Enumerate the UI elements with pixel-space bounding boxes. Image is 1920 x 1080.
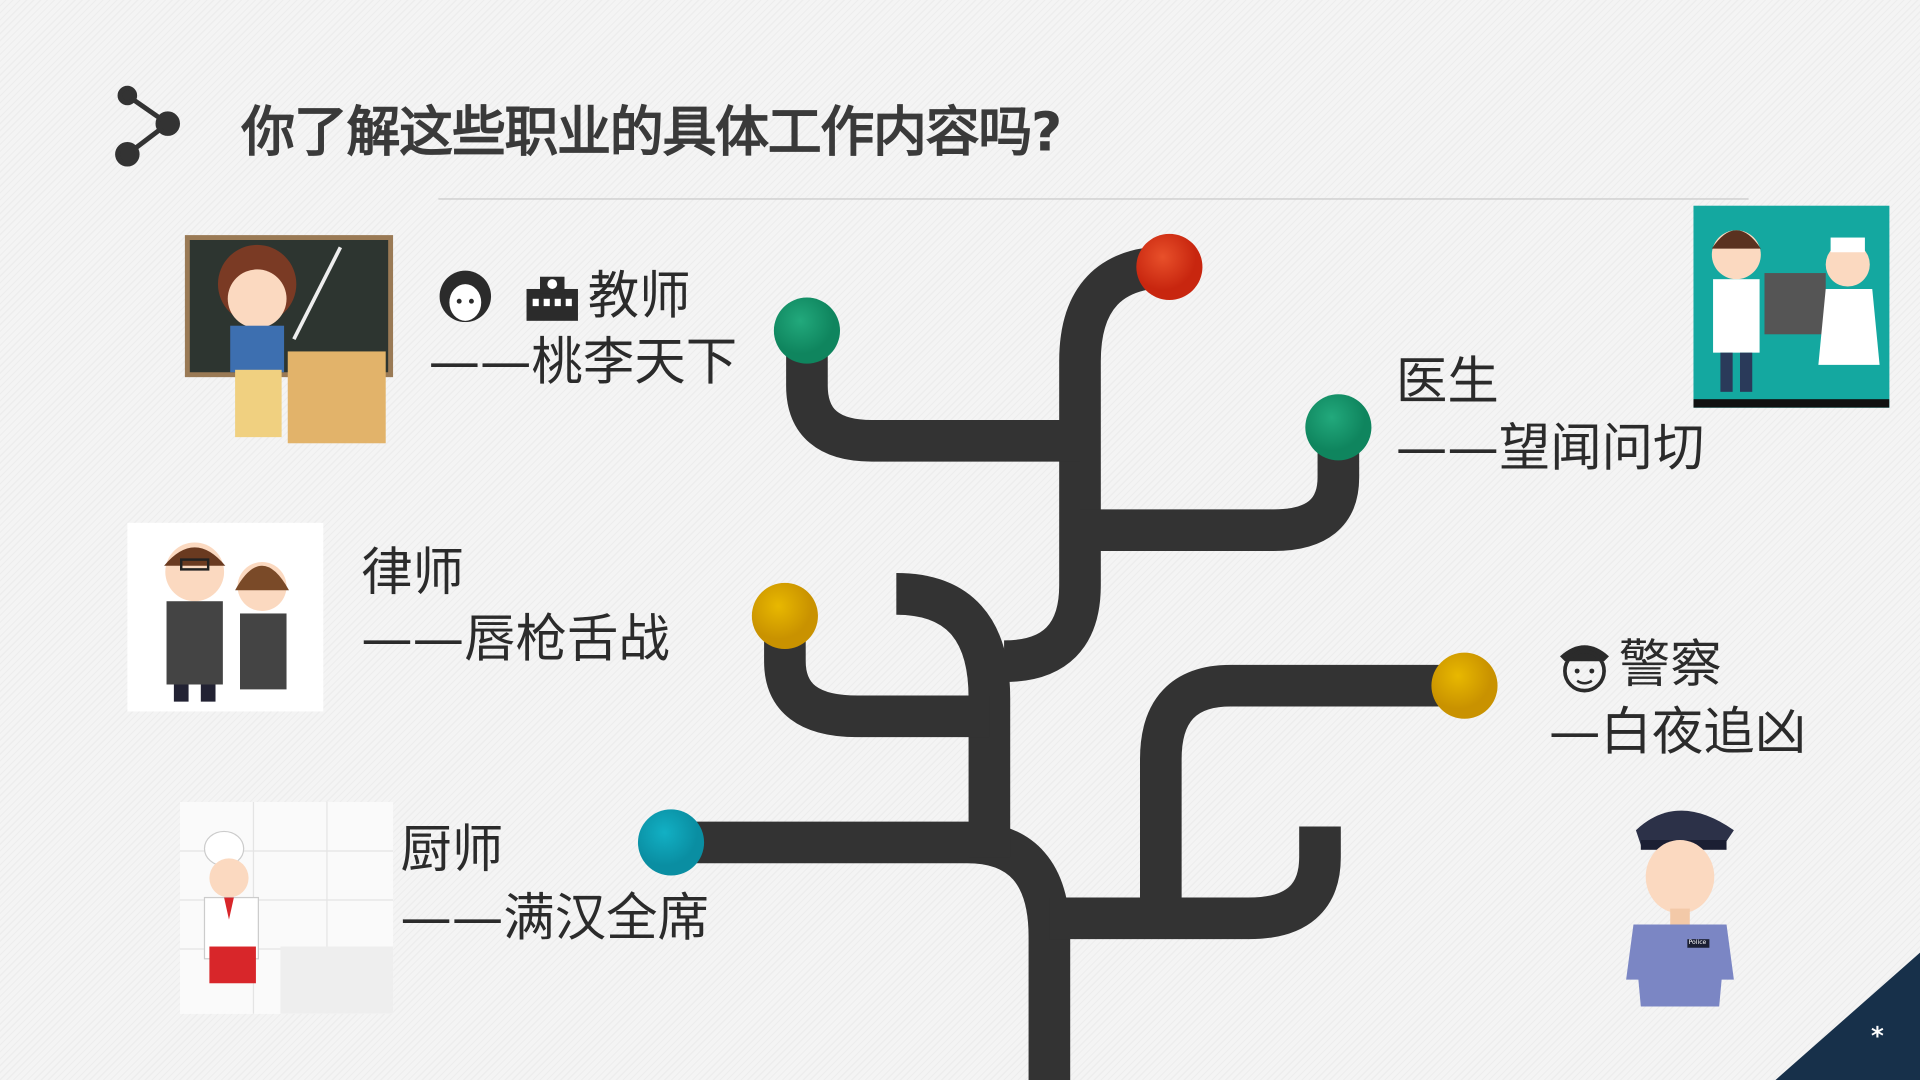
police-illustration: Police [1616, 796, 1741, 1010]
woman-face-icon [439, 270, 492, 323]
dot-top [1136, 233, 1203, 301]
police-title: 警察 [1618, 634, 1722, 695]
teacher-motto: ——桃李天下 [428, 331, 738, 392]
doctor-illustration [1693, 205, 1890, 408]
dot-doctor [1305, 394, 1372, 461]
lawyer-illustration [127, 522, 324, 712]
branch-police [1140, 664, 1465, 919]
branch-doctor [1080, 427, 1360, 552]
branch-lower-right [1049, 826, 1341, 940]
police-officer-icon [1560, 645, 1609, 693]
branch-chef [671, 821, 1071, 1080]
chef-illustration [180, 802, 394, 1014]
lawyer-title: 律师 [361, 542, 465, 603]
trunk-middle [895, 573, 1011, 858]
school-icon [526, 276, 578, 321]
teacher-title: 教师 [587, 265, 691, 326]
lawyer-motto: ——唇枪舌战 [361, 608, 670, 669]
branch-lawyer [764, 615, 990, 738]
page-marker: * [1871, 1021, 1884, 1051]
dot-teacher [773, 297, 841, 364]
chef-motto: ——满汉全席 [400, 887, 709, 948]
page-title: 你了解这些职业的具体工作内容吗? [241, 101, 1062, 165]
title-divider [438, 198, 1749, 200]
trunk-upper [1003, 246, 1171, 683]
chef-title: 厨师 [400, 819, 504, 880]
dot-lawyer [751, 582, 818, 649]
doctor-title: 医生 [1395, 351, 1499, 412]
dot-police [1431, 652, 1498, 719]
branch-teacher [786, 330, 1081, 462]
police-motto: —白夜追凶 [1548, 701, 1807, 762]
dot-chef [637, 809, 705, 876]
teacher-illustration [171, 223, 404, 450]
police-badge-text: Police [1688, 939, 1707, 947]
doctor-motto: ——望闻问切 [1395, 417, 1705, 478]
